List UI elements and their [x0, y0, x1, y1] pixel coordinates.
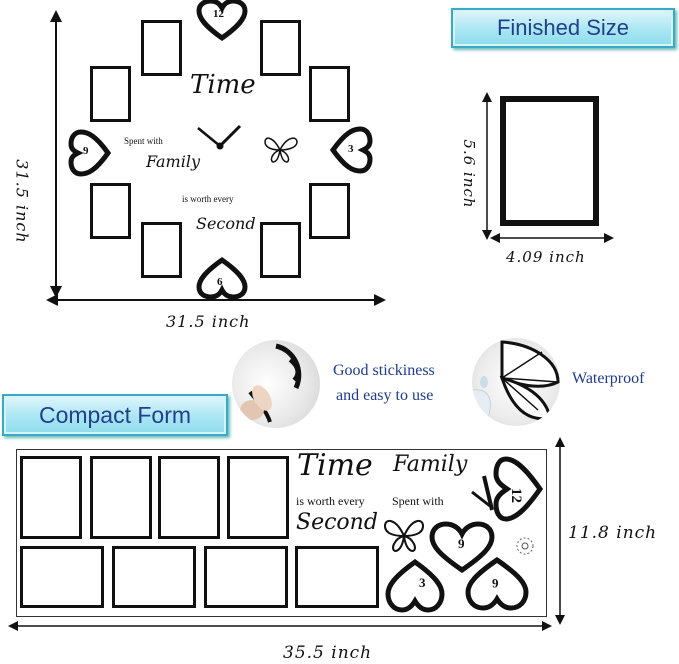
- sheet-frame: [20, 456, 82, 539]
- sheet-height-arrow: [555, 437, 565, 625]
- photo-frame: [90, 66, 131, 122]
- sheet-text-worth: is worth every: [296, 494, 365, 508]
- clock-text-family: Family: [146, 152, 200, 171]
- waterproof-label: Waterproof: [572, 370, 645, 387]
- heart-9-icon: [68, 129, 112, 177]
- clock-width-arrow: [46, 294, 386, 306]
- sheet-hands-icon: [471, 475, 494, 511]
- clock-text-spent: Spent with: [124, 136, 163, 146]
- frame-height-label: 5.6 inch: [460, 139, 478, 209]
- frame-width-label: 4.09 inch: [506, 248, 586, 266]
- sheet-heart-6-number: 6: [492, 576, 499, 591]
- heart-6-icon: [196, 256, 248, 300]
- waterproof-photo: [472, 338, 560, 426]
- sheet-width-label: 35.5 inch: [283, 643, 373, 663]
- sheet-heart-9-icon: [429, 521, 495, 574]
- clock-mechanism-icon: [516, 537, 534, 555]
- sheet-text-family: Family: [393, 452, 468, 477]
- sheet-width-arrow: [8, 621, 552, 631]
- sheet-frame: [90, 456, 152, 539]
- heart-3-icon: [329, 126, 373, 174]
- photo-frame: [260, 20, 301, 76]
- peeling-sticker-icon: [240, 343, 302, 423]
- butterfly-icon: [264, 137, 298, 163]
- clock-height-arrow: [50, 10, 62, 298]
- sheet-heart-9-number: 9: [458, 536, 465, 551]
- compact-form-title: Compact Form: [38, 402, 192, 428]
- stickiness-line-2: and easy to use: [336, 387, 434, 404]
- sheet-heart-3-icon: [385, 558, 445, 613]
- sheet-frame: [112, 546, 196, 608]
- sheet-heart-12-number: 12: [508, 488, 524, 503]
- photo-frame: [141, 20, 182, 76]
- photo-frame: [141, 222, 182, 278]
- heart-9-number: 9: [83, 145, 89, 157]
- heart-12-number: 12: [213, 8, 224, 20]
- stickiness-photo: [232, 340, 320, 428]
- sheet-text-spent: Spent with: [392, 494, 444, 508]
- clock-width-label: 31.5 inch: [166, 312, 251, 331]
- photo-frame: [309, 183, 350, 239]
- sheet-height-label: 11.8 inch: [568, 523, 658, 543]
- frame-width-arrow: [490, 233, 614, 243]
- sheet-frame: [204, 546, 288, 608]
- finished-size-title: Finished Size: [496, 15, 630, 40]
- compact-form-banner: Compact Form: [2, 394, 228, 436]
- clock-hands-icon: [197, 124, 242, 150]
- water-butterfly-icon: [472, 340, 560, 425]
- stickiness-line-1: Good stickiness: [333, 362, 435, 379]
- clock-text-second: Second: [196, 214, 256, 233]
- clock-height-label: 31.5 inch: [12, 159, 32, 244]
- sheet-text-second: Second: [296, 510, 378, 535]
- sheet-heart-6-icon: [465, 556, 529, 611]
- clock-text-worth: is worth every: [182, 194, 234, 204]
- finished-size-banner: Finished Size: [451, 8, 675, 48]
- sheet-heart-12-icon: [493, 456, 544, 522]
- heart-12-icon: [196, 0, 248, 42]
- finished-frame: [500, 96, 599, 226]
- photo-frame: [90, 183, 131, 239]
- photo-frame: [260, 222, 301, 278]
- sheet-frame: [20, 546, 104, 608]
- sheet-heart-3-number: 3: [419, 575, 426, 590]
- sheet-frame: [158, 456, 220, 539]
- sheet-frame: [227, 456, 289, 539]
- clock-text-time: Time: [190, 70, 256, 100]
- sheet-frame: [295, 546, 379, 608]
- frame-height-arrow: [482, 92, 492, 240]
- sheet-text-time: Time: [297, 448, 373, 483]
- sheet-butterfly-icon: [383, 519, 425, 553]
- heart-6-number: 6: [217, 276, 223, 288]
- heart-3-number: 3: [348, 143, 354, 155]
- photo-frame: [309, 66, 350, 122]
